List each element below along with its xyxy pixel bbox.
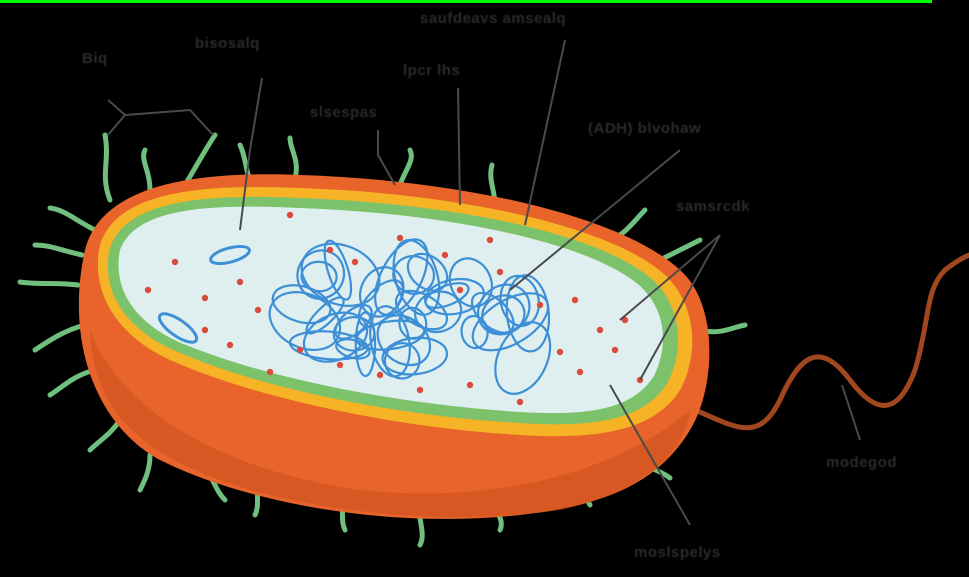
label-cell-wall: lpcr lhs bbox=[403, 62, 460, 79]
ribosome bbox=[227, 342, 233, 348]
ribosome bbox=[397, 235, 403, 241]
ribosome bbox=[267, 369, 273, 375]
ribosome bbox=[172, 259, 178, 265]
label-cytoplasmic-membrane: saufdeavs amsealq bbox=[420, 10, 566, 27]
ribosome bbox=[287, 212, 293, 218]
ribosome bbox=[442, 252, 448, 258]
ribosome bbox=[517, 399, 523, 405]
ribosome bbox=[577, 369, 583, 375]
ribosome bbox=[297, 347, 303, 353]
ribosome bbox=[202, 295, 208, 301]
top-border bbox=[0, 0, 932, 3]
ribosome bbox=[327, 247, 333, 253]
ribosome bbox=[202, 327, 208, 333]
label-flagellum: modegod bbox=[826, 454, 897, 471]
label-nucleoid: (ADH) blvohaw bbox=[588, 120, 701, 137]
ribosome bbox=[352, 259, 358, 265]
ribosome bbox=[487, 237, 493, 243]
label-plasmid: bisosalq bbox=[195, 35, 260, 52]
ribosome bbox=[237, 279, 243, 285]
pilus bbox=[20, 282, 78, 285]
pilus bbox=[420, 515, 422, 545]
ribosome bbox=[337, 362, 343, 368]
ribosome bbox=[612, 347, 618, 353]
ribosome bbox=[497, 269, 503, 275]
label-capsule: slsespas bbox=[310, 104, 377, 121]
label-ribosomes: samsrcdk bbox=[676, 198, 750, 215]
ribosome bbox=[457, 287, 463, 293]
ribosome bbox=[145, 287, 151, 293]
ribosome bbox=[537, 302, 543, 308]
ribosome bbox=[467, 382, 473, 388]
ribosome bbox=[557, 349, 563, 355]
label-pili: Biq bbox=[82, 50, 108, 67]
ribosome bbox=[597, 327, 603, 333]
ribosome bbox=[572, 297, 578, 303]
ribosome bbox=[377, 372, 383, 378]
ribosome bbox=[255, 307, 261, 313]
ribosome bbox=[417, 387, 423, 393]
label-cytoplasm: moslspelys bbox=[634, 544, 721, 561]
